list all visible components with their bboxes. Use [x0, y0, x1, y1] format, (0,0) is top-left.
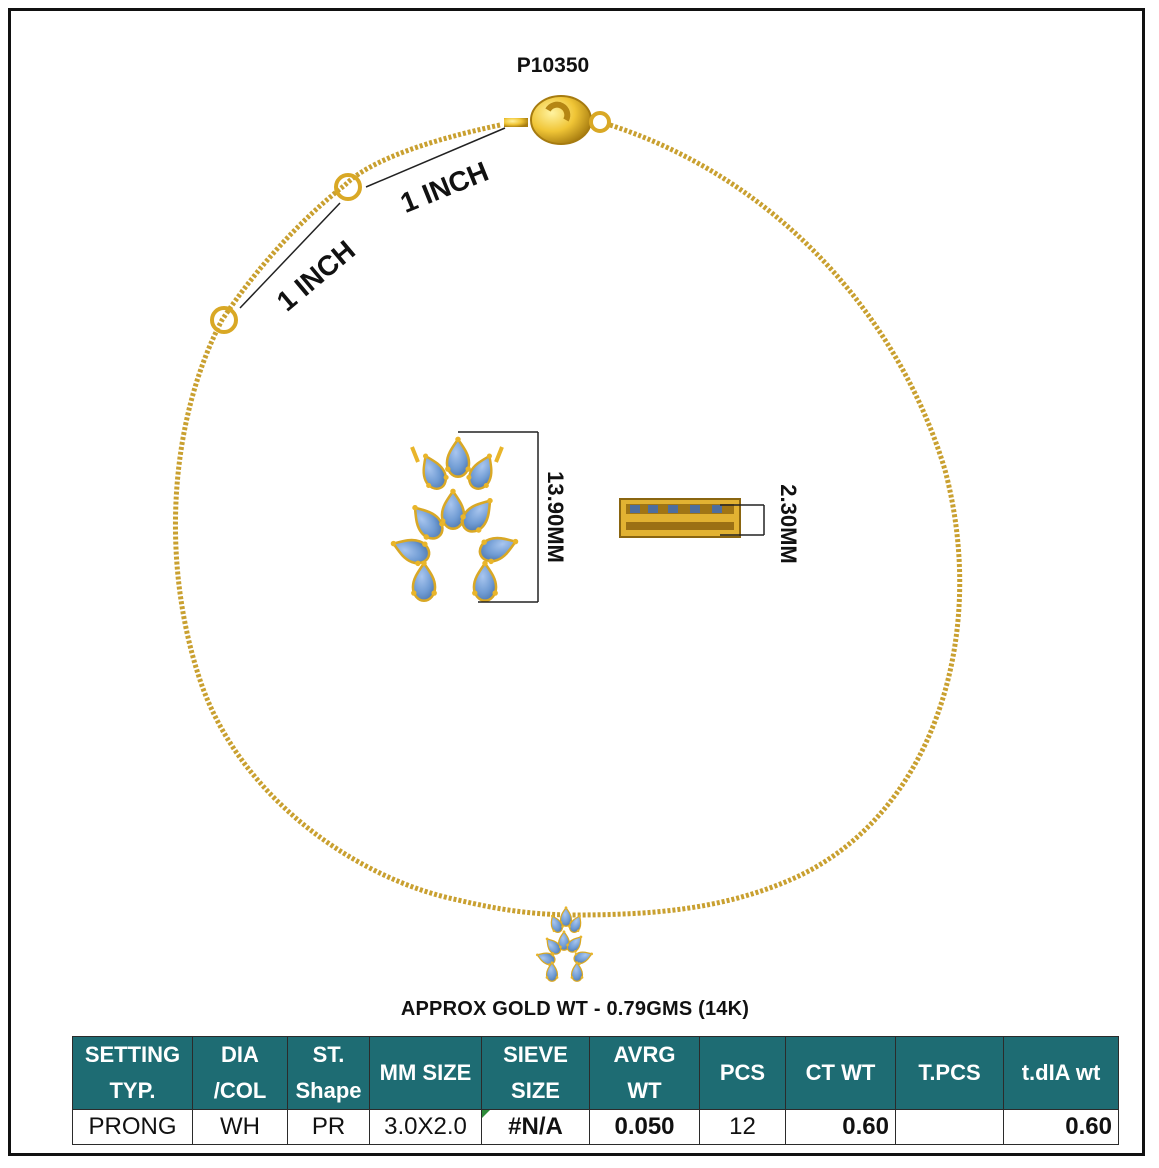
- lobster-clasp: [504, 95, 611, 145]
- cell-total-dia-wt: 0.60: [1003, 1109, 1119, 1145]
- cell-total-pcs: [895, 1109, 1004, 1145]
- gold-weight-note: APPROX GOLD WT - 0.79GMS (14K): [400, 998, 750, 1020]
- pendant-front-view: [385, 431, 539, 603]
- dimension-line: [239, 202, 341, 309]
- header-ct-wt: CT WT: [785, 1036, 896, 1110]
- cell-pcs: 12: [699, 1109, 786, 1145]
- cell-setting-type: PRONG: [72, 1109, 193, 1145]
- extender-ring-2: [210, 306, 238, 334]
- dimension-line: [365, 127, 506, 188]
- pendant-on-chain: [533, 905, 596, 982]
- header-stone-shape: ST. Shape: [287, 1036, 370, 1110]
- product-code: P10350: [516, 54, 590, 77]
- header-pcs: PCS: [699, 1036, 786, 1110]
- cell-sieve-size: #N/A: [481, 1109, 590, 1145]
- header-mm-size: MM SIZE: [369, 1036, 482, 1110]
- pendant-thickness-label: 2.30MM: [776, 484, 801, 563]
- header-setting-type: SETTING TYP.: [72, 1036, 193, 1110]
- cell-avg-wt: 0.050: [589, 1109, 700, 1145]
- extender-ring-1: [334, 173, 362, 201]
- pendant-side-view: [619, 498, 765, 538]
- header-sieve-size: SIEVE SIZE: [481, 1036, 590, 1110]
- stone-spec-table: SETTING TYP. DIA /COL ST. Shape MM SIZE …: [72, 1036, 1119, 1145]
- header-avg-wt: AVRG WT: [589, 1036, 700, 1110]
- header-dia-col: DIA /COL: [192, 1036, 288, 1110]
- cell-dia-col: WH: [192, 1109, 288, 1145]
- table-header-row: SETTING TYP. DIA /COL ST. Shape MM SIZE …: [72, 1036, 1119, 1110]
- header-total-pcs: T.PCS: [895, 1036, 1004, 1110]
- cell-ct-wt: 0.60: [785, 1109, 896, 1145]
- chain: [172, 122, 963, 918]
- cell-mm-size: 3.0X2.0: [369, 1109, 482, 1145]
- header-total-dia-wt: t.dIA wt: [1003, 1036, 1119, 1110]
- extender-label-2: 1 INCH: [271, 234, 361, 317]
- extender-label-1: 1 INCH: [396, 156, 493, 219]
- table-row: PRONG WH PR 3.0X2.0 #N/A 0.050 12 0.60 0…: [72, 1109, 1119, 1145]
- cell-stone-shape: PR: [287, 1109, 370, 1145]
- pendant-height-label: 13.90MM: [543, 471, 568, 563]
